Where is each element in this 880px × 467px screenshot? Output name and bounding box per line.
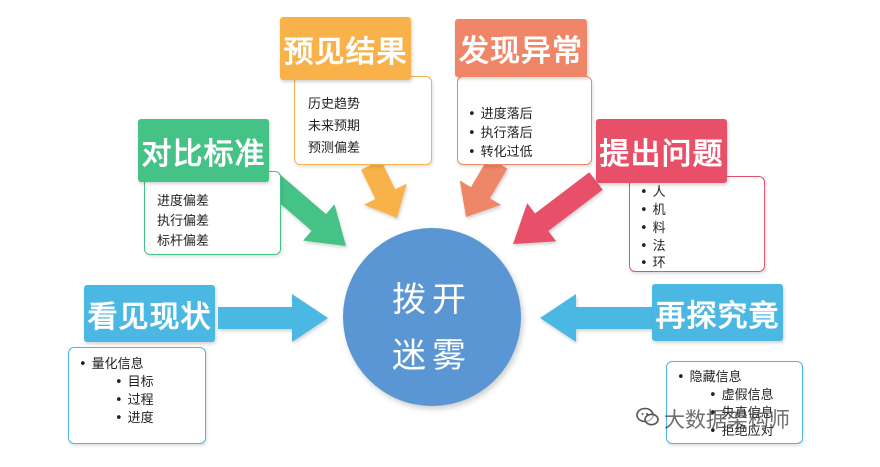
- panel-zaitan: 隐藏信息 虚假信息 失真信息 拒绝应对: [666, 361, 803, 444]
- arrow-kanjian: [218, 294, 328, 342]
- panel-item: 目标: [115, 375, 154, 391]
- title-zaitan: 再探究竟: [652, 284, 783, 341]
- panel-item: 执行偏差: [157, 214, 210, 229]
- panel-item: 进度: [115, 411, 154, 427]
- panel-duibi: 进度偏差 执行偏差 标杆偏差: [144, 171, 281, 255]
- panel-item: 虚假信息: [709, 388, 774, 404]
- panel-item: 环: [640, 256, 666, 272]
- panel-item: 料: [640, 221, 666, 237]
- panel-yujian: 历史趋势 未来预期 预测偏差: [294, 76, 432, 165]
- panel-item: 法: [640, 239, 666, 255]
- title-yujian: 预见结果: [280, 17, 411, 80]
- panel-faxian: 进度落后 执行落后 转化过低: [457, 76, 592, 165]
- arrow-faxian: [459, 157, 508, 217]
- panel-kanjian: 量化信息 目标 过程 进度: [68, 347, 206, 444]
- watermark-text: 大数据架构师: [664, 408, 790, 432]
- center-circle: 拨开 迷雾: [343, 228, 521, 406]
- title-faxian: 发现异常: [455, 19, 587, 77]
- panel-item: 预测偏差: [308, 141, 361, 156]
- panel-item: 进度落后: [468, 107, 533, 123]
- panel-item: 过程: [115, 393, 154, 409]
- arrow-duibi: [264, 173, 346, 246]
- center-line-2: 迷雾: [392, 336, 472, 376]
- arrow-yujian: [361, 160, 407, 218]
- panel-item: 未来预期: [308, 119, 361, 134]
- panel-item: 隐藏信息: [677, 370, 742, 386]
- panel-item: 进度偏差: [157, 194, 210, 209]
- panel-item: 机: [640, 203, 666, 219]
- panel-item: 拒绝应对: [709, 424, 774, 440]
- arrow-tichu: [513, 172, 603, 244]
- wechat-icon: [636, 407, 659, 426]
- panel-item: 历史趋势: [308, 97, 361, 112]
- panel-item: 量化信息: [79, 357, 144, 373]
- panel-item: 转化过低: [468, 145, 533, 161]
- panel-tichu: 人 机 料 法 环: [629, 176, 765, 272]
- title-tichu: 提出问题: [596, 119, 727, 183]
- panel-item: 标杆偏差: [157, 234, 210, 249]
- title-duibi: 对比标准: [138, 119, 269, 182]
- panel-item: 人: [640, 185, 666, 201]
- title-kanjian: 看见现状: [84, 285, 215, 342]
- arrow-zaitan: [540, 294, 653, 342]
- center-line-1: 拨开: [392, 280, 472, 320]
- panel-item: 执行落后: [468, 126, 533, 142]
- panel-item: 失真信息: [709, 406, 774, 422]
